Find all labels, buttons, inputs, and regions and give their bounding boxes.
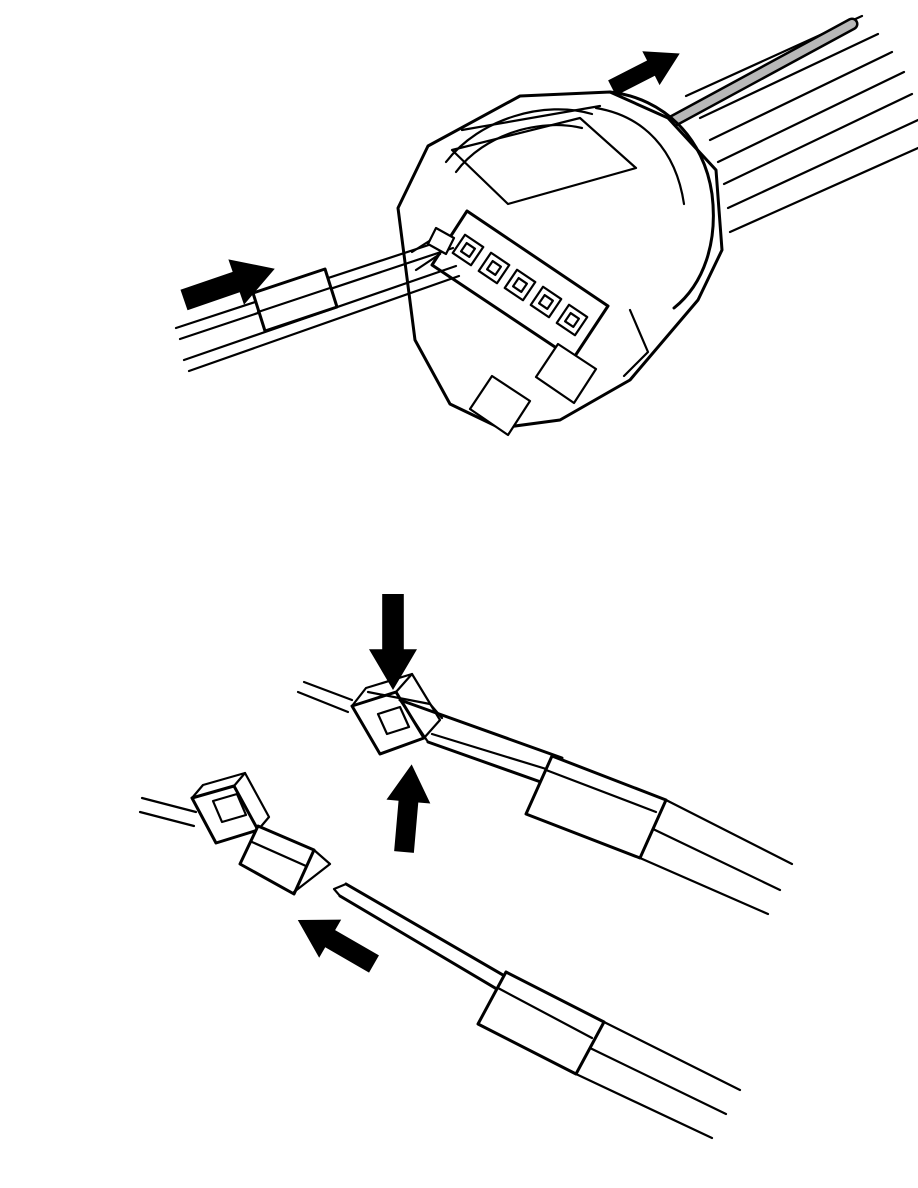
terminal-side-face xyxy=(410,672,442,740)
bare-wire-strip xyxy=(344,882,524,988)
terminal-cavity xyxy=(529,285,563,319)
blade-root xyxy=(398,698,430,744)
wire-line xyxy=(296,690,350,714)
cavity-outer xyxy=(451,233,485,267)
bare-wire-tip xyxy=(332,882,348,898)
terminal-cavity xyxy=(451,233,485,267)
sleeve-rib xyxy=(496,986,594,1040)
bare-wire-strip xyxy=(338,894,514,1000)
cavity-inner xyxy=(563,311,581,329)
lead-wire xyxy=(651,827,782,892)
terminal-tip xyxy=(426,226,456,256)
seal-cone-rib xyxy=(250,840,308,868)
cavity-outer xyxy=(529,285,563,319)
removal-tool-blade xyxy=(398,698,564,760)
wire-line xyxy=(187,274,461,373)
insulation-sleeve xyxy=(476,970,606,1076)
bottom-latch xyxy=(534,342,598,405)
secondary-lock-bail-inner xyxy=(454,124,584,174)
wire-harness xyxy=(657,14,918,234)
lead-wire xyxy=(638,856,770,916)
harness-wire xyxy=(728,146,918,234)
rear-boot xyxy=(608,90,715,310)
terminal-cavity xyxy=(555,303,589,337)
seal-cone-tip xyxy=(292,848,332,894)
pulled-wire xyxy=(332,882,742,1140)
bottom-latch xyxy=(468,374,532,437)
cavity-outer xyxy=(555,303,589,337)
lock-window xyxy=(211,792,248,824)
arrow-up-right xyxy=(603,36,689,105)
sleeve-rib xyxy=(544,768,658,814)
cavity-inner xyxy=(511,276,529,294)
sleeve-rib xyxy=(256,286,332,314)
extracted-terminal xyxy=(138,771,332,896)
cavity-inner xyxy=(537,293,555,311)
arrow-up xyxy=(382,762,434,854)
cavity-outer xyxy=(503,268,537,302)
lock-window xyxy=(376,705,411,736)
terminal-body xyxy=(190,784,260,845)
terminal-top-face xyxy=(190,771,247,800)
shielded-wire xyxy=(660,20,856,130)
wire-line xyxy=(138,810,196,828)
harness-wire xyxy=(722,92,914,186)
cavity-inner xyxy=(485,259,503,277)
harness-wire xyxy=(708,50,894,142)
harness-wire xyxy=(716,70,906,164)
side-latch xyxy=(622,308,650,378)
connector-housing xyxy=(396,90,724,437)
lead-wire xyxy=(602,1020,742,1092)
seal-cone xyxy=(238,824,316,896)
top-cover xyxy=(450,116,638,206)
seal-rib xyxy=(414,252,442,272)
lead-wire xyxy=(664,798,794,866)
harness-wire xyxy=(698,32,880,120)
terminal-cavity xyxy=(477,251,511,285)
figure-terminal-removal xyxy=(138,672,794,1140)
rear-boot-inner xyxy=(594,106,686,206)
removal-tool-blade xyxy=(426,740,554,788)
secondary-lock-bail xyxy=(444,108,594,164)
wire-line xyxy=(140,796,198,814)
terminal-with-tool xyxy=(296,672,794,916)
cavity-outer xyxy=(477,251,511,285)
terminal-cavity xyxy=(503,268,537,302)
terminal-side-face xyxy=(243,771,271,832)
removal-tool-blade-inner xyxy=(430,732,558,774)
cavity-inner xyxy=(459,241,477,259)
wire-line xyxy=(302,680,354,702)
lead-wire xyxy=(574,1072,714,1140)
figure-connector-insertion xyxy=(174,14,918,437)
insertion-wires xyxy=(174,226,461,373)
lead-wire xyxy=(588,1046,728,1116)
harness-wire xyxy=(726,118,918,210)
